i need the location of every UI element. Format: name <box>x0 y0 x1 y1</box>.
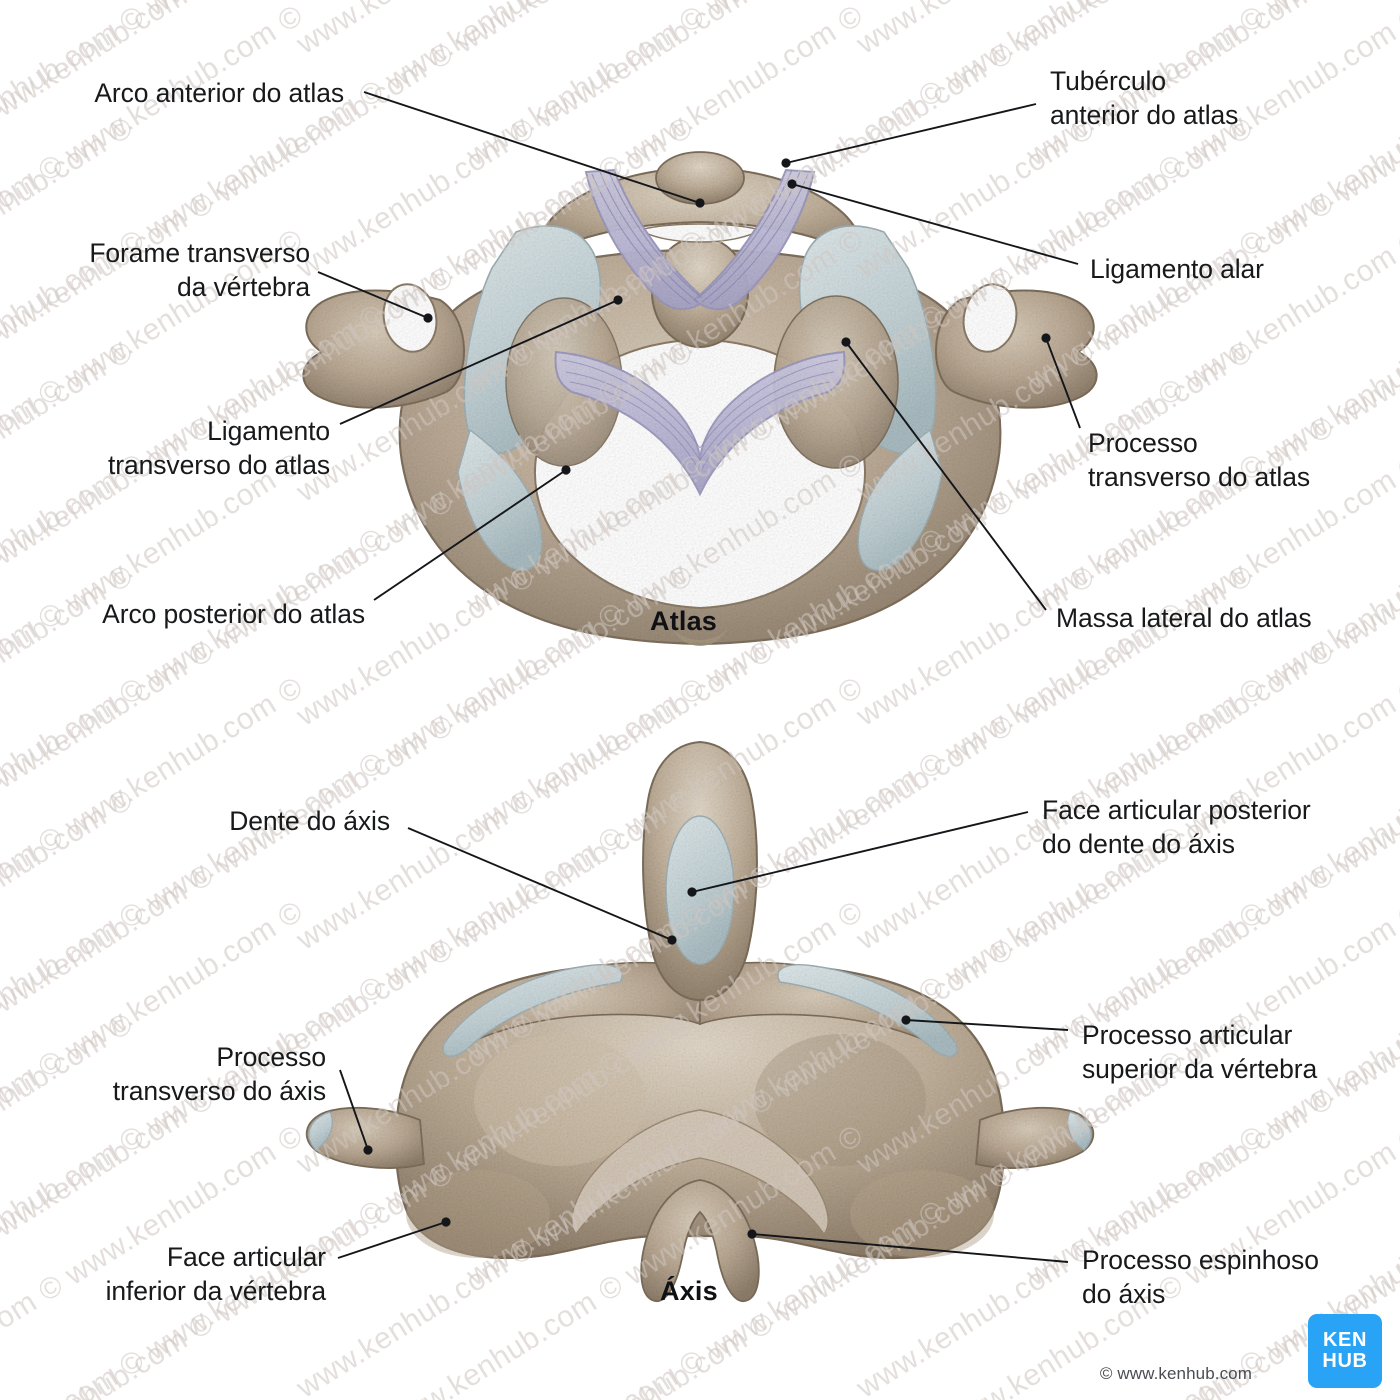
kenhub-logo-line-2: HUB <box>1322 1350 1368 1372</box>
atlas-illustration <box>302 151 1098 646</box>
label-ligamento-transverso-do-atlas: Ligamento transverso do atlas <box>108 416 330 481</box>
caption-atlas: Atlas <box>650 606 718 636</box>
label-face-articular-inferior-da-vertebra: Face articular inferior da vértebra <box>105 1242 327 1307</box>
label-dente-do-axis: Dente do áxis <box>229 806 390 836</box>
copyright-text: © www.kenhub.com <box>1099 1364 1252 1383</box>
label-processo-transverso-do-atlas: Processo transverso do atlas <box>1088 428 1310 493</box>
label-processo-transverso-do-axis: Processo transverso do áxis <box>112 1042 326 1107</box>
label-massa-lateral-do-atlas: Massa lateral do atlas <box>1056 603 1312 633</box>
label-face-articular-posterior-do-dente-do-axis: Face articular posterior do dente do áxi… <box>1042 795 1311 860</box>
label-processo-espinhoso-do-axis: Processo espinhoso do áxis <box>1082 1245 1319 1310</box>
label-processo-articular-superior-da-vertebra: Processo articular superior da vértebra <box>1082 1020 1318 1085</box>
axis-illustration <box>305 740 1095 1303</box>
label-arco-anterior-do-atlas: Arco anterior do atlas <box>94 78 344 108</box>
label-tuberculo-anterior-do-atlas: Tubérculo anterior do atlas <box>1050 66 1239 131</box>
label-forame-transverso-da-vertebra: Forame transverso da vértebra <box>89 238 310 303</box>
kenhub-logo-line-1: KEN <box>1322 1329 1368 1352</box>
caption-axis: Áxis <box>660 1276 718 1306</box>
label-ligamento-alar: Ligamento alar <box>1090 254 1264 284</box>
label-arco-posterior-do-atlas: Arco posterior do atlas <box>102 599 365 629</box>
kenhub-logo[interactable]: KEN HUB <box>1308 1314 1382 1388</box>
